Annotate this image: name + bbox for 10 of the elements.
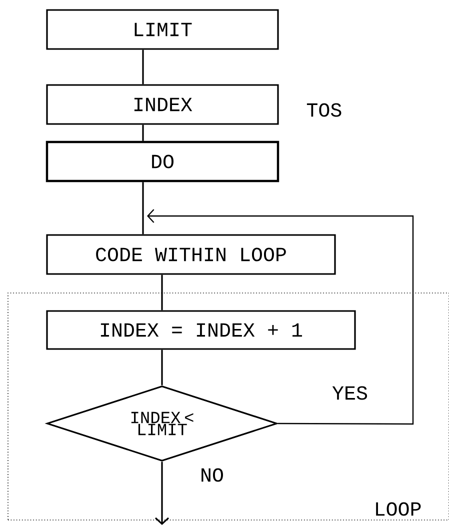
process-box: CODE WITHIN LOOP (46, 234, 336, 275)
arrow (154, 462, 170, 525)
process-box: DO (46, 140, 280, 182)
process-box: LIMIT (46, 9, 279, 50)
process-box: INDEX = INDEX + 1 (46, 310, 356, 350)
arrow (147, 209, 414, 425)
edge-label: NO (199, 467, 225, 483)
edge-label: YES (331, 385, 369, 401)
process-box: INDEX (46, 84, 279, 125)
side-label: TOS (306, 103, 342, 117)
